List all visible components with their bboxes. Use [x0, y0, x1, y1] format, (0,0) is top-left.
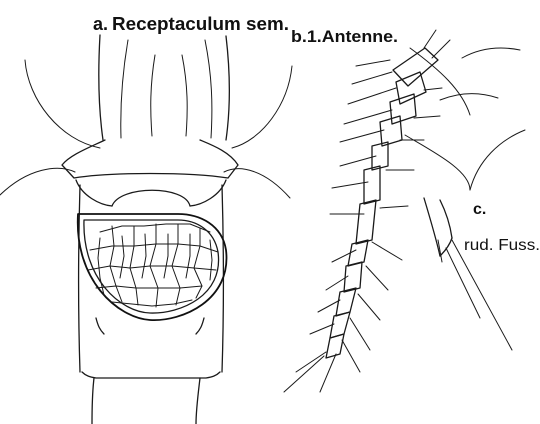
label-c-text: rud. Fuss. [464, 237, 540, 254]
label-a-letter: a. [93, 14, 108, 34]
antenna-setae [284, 30, 450, 392]
cell-network [88, 224, 218, 307]
rudimentary-foot-figure [424, 198, 512, 350]
label-c-letter: c. [473, 201, 486, 218]
label-b: b.1.Antenne. [291, 27, 398, 46]
antenna-figure [284, 30, 525, 392]
label-a-text: Receptaculum sem. [112, 14, 289, 34]
receptaculum-figure [0, 35, 292, 424]
